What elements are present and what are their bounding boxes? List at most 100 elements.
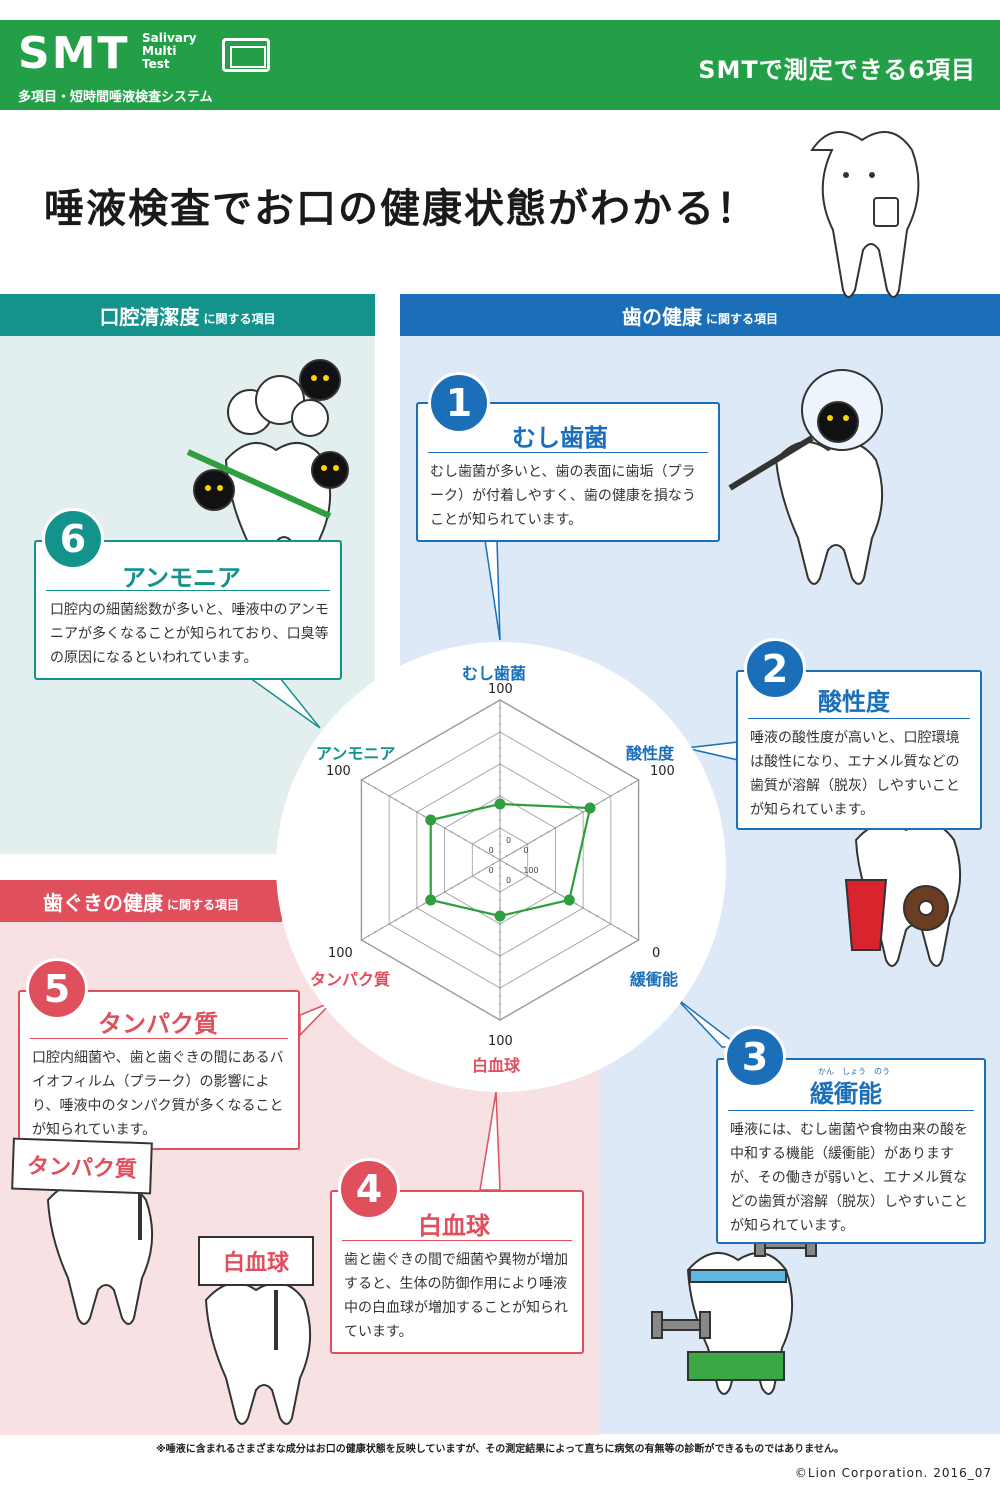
item-5-number: 5 bbox=[26, 958, 88, 1020]
radar-tick-4-19 bbox=[499, 1011, 501, 1013]
radar-tick-3-3 bbox=[519, 871, 522, 873]
radar-tick-1-19 bbox=[499, 707, 501, 709]
radar-axis-label-buffer: 緩衝能 bbox=[630, 970, 679, 989]
radar-tick-1-17 bbox=[499, 723, 501, 725]
radar-point-5 bbox=[425, 894, 437, 906]
radar-tick-5-17 bbox=[381, 927, 384, 929]
header-title: SMTで測定できる6項目 bbox=[698, 56, 976, 84]
radar-tick-3-8 bbox=[554, 891, 557, 893]
radar-tick-1-15 bbox=[499, 739, 501, 741]
radar-tick-5-2 bbox=[485, 867, 488, 869]
device-icon bbox=[222, 38, 270, 72]
item-2-box: 酸性度 唾液の酸性度が高いと、口腔環境は酸性になり、エナメル質などの歯質が溶解（… bbox=[736, 670, 982, 830]
item-6-number: 6 bbox=[42, 508, 104, 570]
radar-inner-label-4: 0 bbox=[506, 876, 511, 885]
radar-tick-5-8 bbox=[443, 891, 446, 893]
radar-tick-2-2 bbox=[512, 851, 515, 853]
radar-tick-3-19 bbox=[630, 935, 633, 937]
radar-tick-4-13 bbox=[499, 963, 501, 965]
radar-tick-3-16 bbox=[609, 923, 612, 925]
item-4-body: 歯と歯ぐきの間で細菌や異物が増加すると、生体の防御作用により唾液中の白血球が増加… bbox=[344, 1252, 568, 1340]
radar-outer-wbc: 100 bbox=[488, 1034, 513, 1049]
item-1-number: 1 bbox=[428, 372, 490, 434]
radar-tick-4-6 bbox=[499, 907, 501, 909]
radar-tick-4-10 bbox=[499, 939, 501, 941]
radar-tick-2-1 bbox=[506, 855, 508, 857]
radar-tick-3-18 bbox=[623, 931, 626, 933]
radar-tick-6-5 bbox=[464, 839, 467, 841]
item-4-title: 白血球 bbox=[418, 1212, 490, 1240]
radar-tick-2-18 bbox=[623, 787, 626, 789]
radar-tick-6-9 bbox=[436, 823, 439, 825]
radar-tick-4-5 bbox=[499, 899, 501, 901]
radar-tick-1-2 bbox=[499, 843, 501, 845]
item-2-title: 酸性度 bbox=[818, 688, 890, 716]
radar-tick-4-8 bbox=[499, 923, 501, 925]
item-3-body: 唾液には、むし歯菌や食物由来の酸を中和する機能（緩衝能）がありますが、その働きが… bbox=[730, 1122, 968, 1234]
item-5-title: タンパク質 bbox=[98, 1010, 218, 1038]
item-6-title: アンモニア bbox=[122, 564, 242, 592]
item-1-body: むし歯菌が多いと、歯の表面に歯垢（プラーク）が付着しやすく、歯の健康を損なうこと… bbox=[430, 464, 696, 528]
radar-tick-2-19 bbox=[630, 783, 633, 785]
radar-tick-5-7 bbox=[450, 887, 453, 889]
radar-tick-5-13 bbox=[409, 911, 411, 913]
tooth-cup-illustration bbox=[810, 131, 920, 298]
radar-tick-6-19 bbox=[367, 783, 370, 785]
radar-tick-3-13 bbox=[589, 911, 591, 913]
radar-tick-6-18 bbox=[374, 787, 377, 789]
radar-tick-3-4 bbox=[526, 875, 529, 877]
radar-inner-label-2: 0 bbox=[523, 846, 528, 855]
radar-inner-label-5: 0 bbox=[489, 866, 494, 875]
radar-tick-4-14 bbox=[499, 971, 501, 973]
radar-tick-6-7 bbox=[450, 831, 453, 833]
page-headline: 唾液検査でお口の健康状態がわかる！ bbox=[44, 186, 758, 232]
radar-outer-protein: 100 bbox=[328, 946, 353, 961]
item-5-box: タンパク質 口腔内細菌や、歯と歯ぐきの間にあるバイオフィルム（プラーク）の影響に… bbox=[18, 990, 300, 1150]
radar-tick-5-1 bbox=[492, 863, 494, 865]
radar-tick-4-11 bbox=[499, 947, 501, 949]
radar-tick-6-16 bbox=[388, 795, 391, 797]
item-1-title: むし歯菌 bbox=[512, 424, 608, 452]
item-6-rule bbox=[46, 590, 330, 591]
radar-tick-1-6 bbox=[499, 811, 501, 813]
radar-tick-2-12 bbox=[582, 811, 585, 813]
radar-tick-1-9 bbox=[499, 787, 501, 789]
radar-axis-label-ammonia: アンモニア bbox=[316, 744, 396, 763]
logo-tagline: 多項目・短時間唾液検査システム bbox=[18, 90, 213, 105]
radar-tick-2-5 bbox=[533, 839, 536, 841]
radar-tick-1-4 bbox=[499, 827, 501, 829]
radar-tick-4-20 bbox=[499, 1019, 501, 1021]
radar-tick-1-16 bbox=[499, 731, 501, 733]
radar-tick-2-7 bbox=[547, 831, 550, 833]
radar-tick-2-8 bbox=[554, 827, 557, 829]
radar-tick-6-6 bbox=[457, 835, 460, 837]
radar-tick-6-17 bbox=[381, 791, 384, 793]
radar-tick-4-15 bbox=[499, 979, 501, 981]
item-5-rule bbox=[30, 1038, 288, 1039]
radar-tick-4-17 bbox=[499, 995, 501, 997]
radar-tick-3-1 bbox=[506, 863, 508, 865]
pointer-5 bbox=[299, 1001, 333, 1037]
item-2-number: 2 bbox=[744, 638, 806, 700]
radar-point-2 bbox=[584, 802, 596, 814]
radar-tick-1-11 bbox=[499, 771, 501, 773]
section-header-gums: 歯ぐきの健康に関する項目 bbox=[0, 880, 282, 922]
radar-tick-1-14 bbox=[499, 747, 501, 749]
radar-tick-1-13 bbox=[499, 755, 501, 757]
item-2-body: 唾液の酸性度が高いと、口腔環境は酸性になり、エナメル質などの歯質が溶解（脱灰）し… bbox=[750, 730, 960, 818]
radar-tick-3-12 bbox=[582, 907, 585, 909]
logo-sub-text: Salivary Multi Test bbox=[142, 31, 197, 71]
radar-axis-label-wbc: 白血球 bbox=[472, 1056, 521, 1075]
radar-background bbox=[276, 642, 726, 1092]
radar-tick-6-2 bbox=[485, 851, 488, 853]
radar-tick-1-3 bbox=[499, 835, 501, 837]
item-4-rule bbox=[342, 1240, 572, 1241]
radar-tick-6-13 bbox=[409, 807, 411, 809]
radar-tick-1-10 bbox=[499, 779, 501, 781]
radar-tick-2-6 bbox=[540, 835, 543, 837]
radar-tick-5-4 bbox=[471, 875, 474, 877]
item-2-rule bbox=[748, 718, 970, 719]
radar-tick-1-18 bbox=[499, 715, 501, 717]
tooth-magnifier-illustration bbox=[728, 369, 884, 585]
